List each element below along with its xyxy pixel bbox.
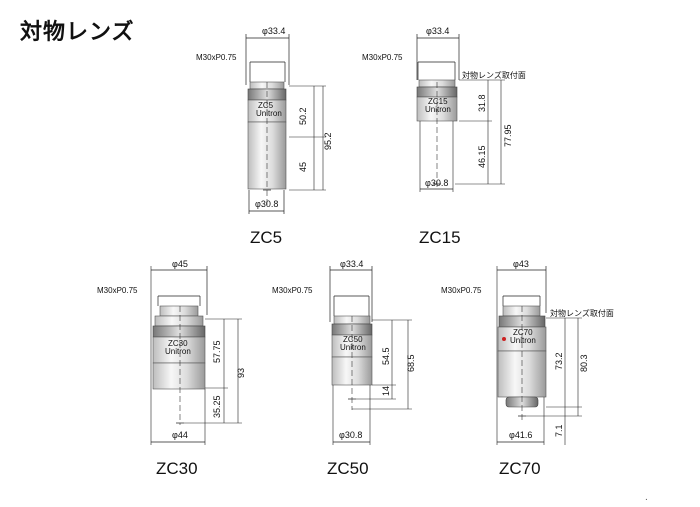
zc70-dim-lower: 7.1 <box>554 424 564 437</box>
zc5-engraving-brand: Unitron <box>256 109 282 118</box>
zc50-top-diameter: φ33.4 <box>340 259 363 269</box>
zc50-thread-label: M30xP0.75 <box>272 286 313 295</box>
zc70-model-name: ZC70 <box>499 459 541 478</box>
zc5-dim-total: 95.2 <box>323 132 333 150</box>
zc30-engraving-model: ZC30 <box>168 339 188 348</box>
zc15-thread-label: M30xP0.75 <box>362 53 403 62</box>
zc70-bottom-diameter: φ41.6 <box>509 430 532 440</box>
zc15-dim-upper: 31.8 <box>477 94 487 112</box>
zc30-engraving-brand: Unitron <box>165 347 191 356</box>
zc15-dim-lower: 46.15 <box>477 145 487 168</box>
zc70-dim-total: 80.3 <box>579 354 589 372</box>
zc15-dim-total: 77.95 <box>503 124 513 147</box>
zc5-dim-lower: 45 <box>298 162 308 172</box>
zc70-thread-label: M30xP0.75 <box>441 286 482 295</box>
zc15-top-diameter: φ33.4 <box>426 26 449 36</box>
lens-zc50: φ33.4 M30xP0.75 ZC50 Unitron φ30.8 54.5 … <box>272 259 416 478</box>
corner-dot: . <box>645 492 648 503</box>
zc50-dim-total: 68.5 <box>406 354 416 372</box>
zc5-bottom-diameter: φ30.8 <box>255 199 278 209</box>
zc5-thread-label: M30xP0.75 <box>196 53 237 62</box>
zc15-bottom-diameter: φ30.8 <box>425 178 448 188</box>
zc70-engraving-model: ZC70 <box>513 328 533 337</box>
zc30-dim-total: 93 <box>236 368 246 378</box>
zc50-engraving-model: ZC50 <box>343 335 363 344</box>
zc70-dim-upper: 73.2 <box>554 352 564 370</box>
lens-zc15: φ33.4 M30xP0.75 対物レンズ取付面 ZC15 Unitron φ3… <box>362 26 526 247</box>
zc5-engraving-model: ZC5 <box>258 101 274 110</box>
zc50-bottom-diameter: φ30.8 <box>339 430 362 440</box>
zc30-bottom-diameter: φ44 <box>172 430 188 440</box>
page-title: 対物レンズ <box>20 20 135 45</box>
lens-zc30: φ45 M30xP0.75 ZC30 Unitron φ44 57.75 35.… <box>97 259 246 478</box>
zc70-engraving-brand: Unitron <box>510 336 536 345</box>
zc30-dim-lower: 35.25 <box>212 395 222 418</box>
zc70-top-diameter: φ43 <box>513 259 529 269</box>
zc50-dim-upper: 54.5 <box>381 347 391 365</box>
zc50-engraving-brand: Unitron <box>340 343 366 352</box>
zc50-dim-lower: 14 <box>381 386 391 396</box>
zc30-top-diameter: φ45 <box>172 259 188 269</box>
zc5-dim-upper: 50.2 <box>298 107 308 125</box>
zc30-model-name: ZC30 <box>156 459 198 478</box>
zc15-engraving-model: ZC15 <box>428 97 448 106</box>
zc15-engraving-brand: Unitron <box>425 105 451 114</box>
zc5-model-name: ZC5 <box>250 228 282 247</box>
zc15-model-name: ZC15 <box>419 228 461 247</box>
lens-zc70: φ43 M30xP0.75 対物レンズ取付面 ZC70 Unitron φ41.… <box>441 259 614 478</box>
zc50-model-name: ZC50 <box>327 459 369 478</box>
zc70-mount-face-label: 対物レンズ取付面 <box>550 308 614 318</box>
zc5-top-diameter: φ33.4 <box>262 26 285 36</box>
lens-zc5: φ33.4 M30xP0.75 ZC5 Unitron φ30.8 50.2 4… <box>196 26 333 247</box>
zc30-thread-label: M30xP0.75 <box>97 286 138 295</box>
zc15-mount-face-label: 対物レンズ取付面 <box>462 70 526 80</box>
zc30-dim-upper: 57.75 <box>212 340 222 363</box>
